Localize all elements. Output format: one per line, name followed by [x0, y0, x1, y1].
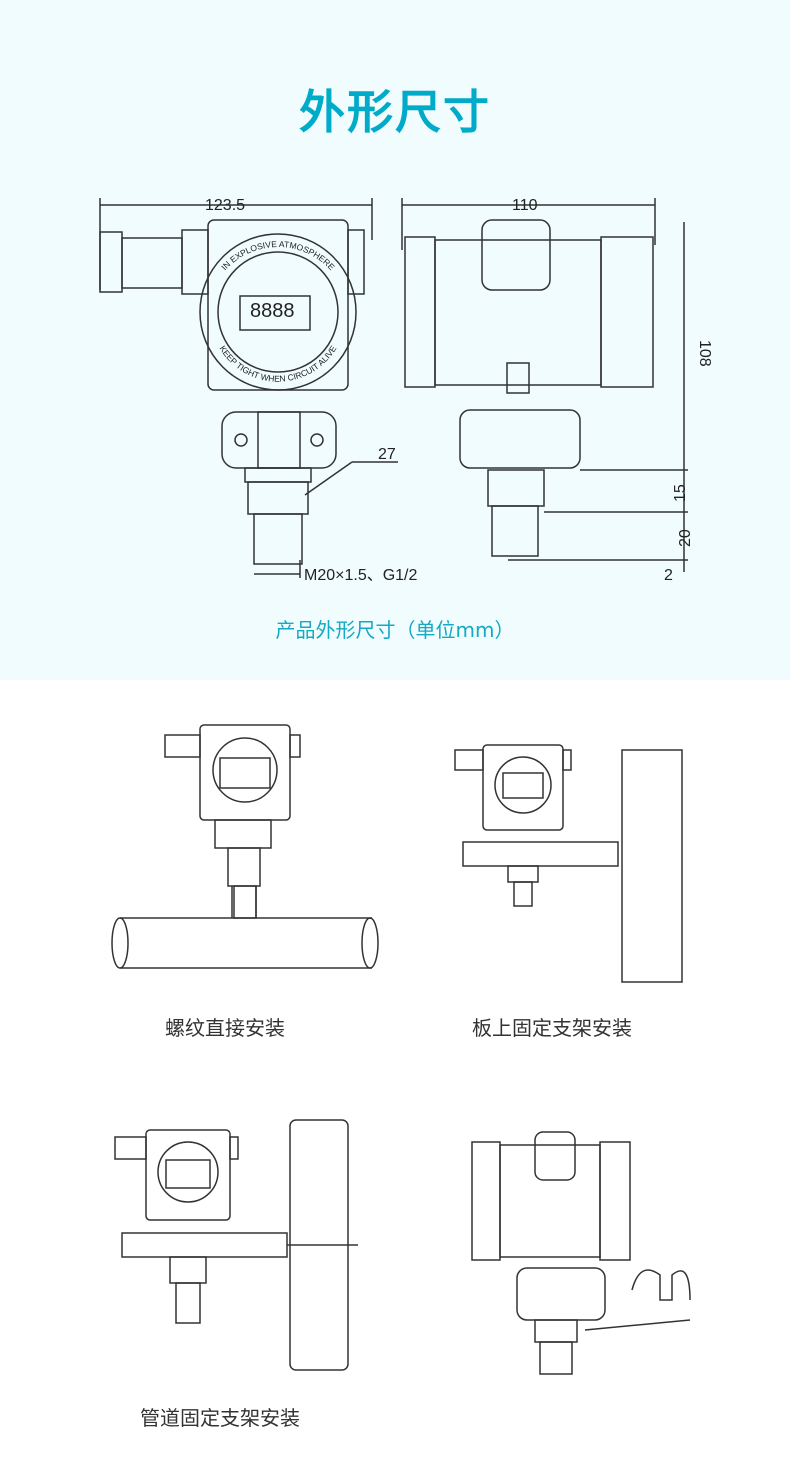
dimensions-caption: 产品外形尺寸（单位mm）	[275, 618, 515, 642]
install-caption-thread: 螺纹直接安装	[165, 1016, 285, 1040]
side-view-drawing	[401, 198, 688, 572]
thread-spec: M20×1.5、G1/2	[304, 567, 418, 584]
dimension-2: 2	[664, 567, 673, 584]
side-install-drawing	[471, 1131, 691, 1375]
dimension-width-side: 110	[512, 197, 538, 214]
pipe-bracket-install-drawing	[114, 1119, 358, 1371]
thread-install-drawing	[111, 724, 379, 969]
front-view-drawing	[99, 198, 398, 578]
install-caption-plate: 板上固定支架安装	[472, 1016, 632, 1040]
dimension-wrench: 27	[378, 446, 396, 463]
dimension-height: 108	[696, 340, 713, 367]
display-digits: 8888	[250, 300, 295, 322]
dimension-width-front: 123.5	[205, 197, 245, 214]
dimension-20: 20	[677, 529, 694, 547]
dimensions-section	[0, 0, 790, 680]
page-title: 外形尺寸	[299, 85, 491, 139]
ring-text-top-path: IN EXPLOSIVE ATMOSPHERE	[219, 239, 337, 272]
ring-text-top: IN EXPLOSIVE ATMOSPHERE	[219, 239, 337, 272]
plate-bracket-install-drawing	[454, 744, 683, 983]
install-caption-pipe: 管道固定支架安装	[140, 1406, 300, 1430]
dimension-15: 15	[672, 484, 689, 502]
